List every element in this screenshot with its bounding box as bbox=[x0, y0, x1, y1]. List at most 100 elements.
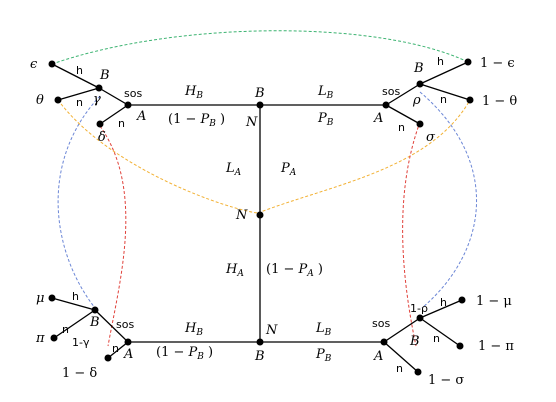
label-top-hb: HB bbox=[184, 84, 203, 101]
label-1-pa: (1 − PA ) bbox=[266, 262, 323, 279]
edge-tr-b-eps bbox=[419, 61, 469, 85]
label-br-b: B bbox=[409, 334, 420, 349]
label-tr-b: B bbox=[413, 61, 424, 76]
label-br-n2: n bbox=[396, 362, 403, 375]
label-1-delta: 1 − δ bbox=[62, 366, 97, 381]
label-1-pi: 1 − π bbox=[478, 339, 514, 354]
edge-bl-b-a bbox=[94, 309, 129, 343]
red-info-set-curve-left bbox=[99, 125, 127, 347]
label-1-sigma: 1 − σ bbox=[428, 373, 464, 388]
green-info-set-curve bbox=[51, 30, 469, 65]
edge-tl-delta-a bbox=[99, 104, 129, 125]
node-bl-b bbox=[91, 306, 99, 314]
edge-br-b-mu bbox=[419, 299, 463, 319]
edge-tr-a-sigma bbox=[385, 104, 421, 125]
label-top-lb: LB bbox=[317, 84, 334, 101]
label-top-1-pb: (1 − PB ) bbox=[168, 112, 225, 129]
label-br-a: A bbox=[373, 349, 383, 364]
orange-info-set-curve-left bbox=[57, 99, 259, 214]
label-sigma: σ bbox=[426, 130, 436, 145]
label-gamma: γ bbox=[93, 92, 101, 107]
label-top-n: N bbox=[245, 115, 258, 130]
edge-tr-a-b bbox=[385, 83, 421, 106]
label-theta: θ bbox=[36, 93, 44, 108]
label-ha: HA bbox=[225, 262, 244, 279]
label-bottom-b: B bbox=[254, 349, 265, 364]
label-1-rho: 1-ρ bbox=[410, 302, 428, 315]
node-bl-pi bbox=[50, 334, 58, 342]
label-br-sos: sos bbox=[372, 317, 390, 330]
orange-info-set-curve-right bbox=[257, 99, 471, 214]
label-rho: ρ bbox=[412, 93, 421, 108]
node-bl-delta bbox=[104, 354, 112, 362]
node-tr-a bbox=[382, 101, 390, 109]
label-tr-sos: sos bbox=[382, 85, 400, 98]
node-tr-theta bbox=[466, 96, 474, 104]
label-tl-n: n bbox=[76, 96, 83, 109]
label-top-b: B bbox=[254, 86, 265, 101]
label-bl-n: n bbox=[62, 323, 69, 336]
label-tr-n2: n bbox=[440, 93, 447, 106]
node-tl-theta bbox=[54, 96, 62, 104]
node-tl-delta bbox=[96, 120, 104, 128]
label-bottom-lb: LB bbox=[315, 321, 332, 338]
label-bottom-n: N bbox=[265, 323, 278, 338]
edge-br-b-pi bbox=[419, 317, 461, 347]
label-bottom-1-pb: (1 − PB ) bbox=[156, 345, 213, 362]
red-info-set-curve-right bbox=[402, 121, 421, 347]
label-tl-h: h bbox=[76, 64, 83, 77]
edge-bl-pi-b bbox=[53, 309, 96, 339]
label-1-mu: 1 − μ bbox=[476, 294, 512, 309]
node-tr-sigma bbox=[416, 120, 424, 128]
node-br-pi bbox=[456, 342, 464, 350]
label-tl-sos: sos bbox=[124, 87, 142, 100]
label-br-h: h bbox=[440, 296, 447, 309]
node-bl-a bbox=[124, 338, 132, 346]
label-1-theta: 1 − θ bbox=[482, 94, 517, 109]
label-br-n: n bbox=[433, 332, 440, 345]
label-tr-a: A bbox=[373, 111, 383, 126]
label-1-eps: 1 − ϵ bbox=[480, 56, 515, 71]
node-br-mu bbox=[458, 296, 466, 304]
node-tl-b bbox=[95, 84, 103, 92]
blue-info-set-curve-left bbox=[57, 95, 101, 309]
edge-tl-b-a bbox=[98, 87, 129, 106]
node-br-a bbox=[380, 338, 388, 346]
node-center-n bbox=[256, 211, 264, 219]
node-bl-mu bbox=[48, 294, 56, 302]
edge-bl-mu-b bbox=[51, 297, 96, 311]
label-tr-n: n bbox=[398, 121, 405, 134]
node-tr-eps bbox=[464, 58, 472, 66]
edge-br-a-b bbox=[383, 317, 421, 343]
label-bottom-hb: HB bbox=[184, 321, 203, 338]
node-tl-eps bbox=[48, 60, 56, 68]
label-tl-n2: n bbox=[118, 117, 125, 130]
label-pa: PA bbox=[280, 161, 297, 178]
label-center-n: N bbox=[235, 208, 248, 223]
label-bl-a: A bbox=[123, 347, 133, 362]
label-bl-n2: n bbox=[112, 342, 119, 355]
node-br-sigma bbox=[414, 368, 422, 376]
label-1-gamma: 1-γ bbox=[72, 336, 90, 349]
label-la: LA bbox=[225, 161, 242, 178]
node-br-b bbox=[416, 314, 424, 322]
label-bl-sos: sos bbox=[116, 318, 134, 331]
edge-br-a-sigma bbox=[383, 341, 419, 373]
label-eps: ϵ bbox=[30, 57, 38, 72]
label-tl-a: A bbox=[136, 109, 146, 124]
label-bottom-pb: PB bbox=[315, 347, 332, 364]
blue-info-set-curve-right bbox=[419, 91, 477, 309]
node-tl-a bbox=[124, 101, 132, 109]
label-top-pb: PB bbox=[317, 111, 334, 128]
label-delta: δ bbox=[98, 130, 106, 145]
label-tl-b: B bbox=[99, 68, 110, 83]
label-bl-b: B bbox=[89, 315, 100, 330]
edge-bl-delta-a bbox=[107, 341, 129, 359]
edge-tr-b-theta bbox=[419, 83, 471, 101]
label-pi: π bbox=[35, 331, 45, 346]
edge-tl-theta-b bbox=[57, 87, 100, 101]
edge-tl-eps-b bbox=[51, 63, 100, 89]
node-tr-b bbox=[416, 80, 424, 88]
label-tr-h: h bbox=[437, 55, 444, 68]
